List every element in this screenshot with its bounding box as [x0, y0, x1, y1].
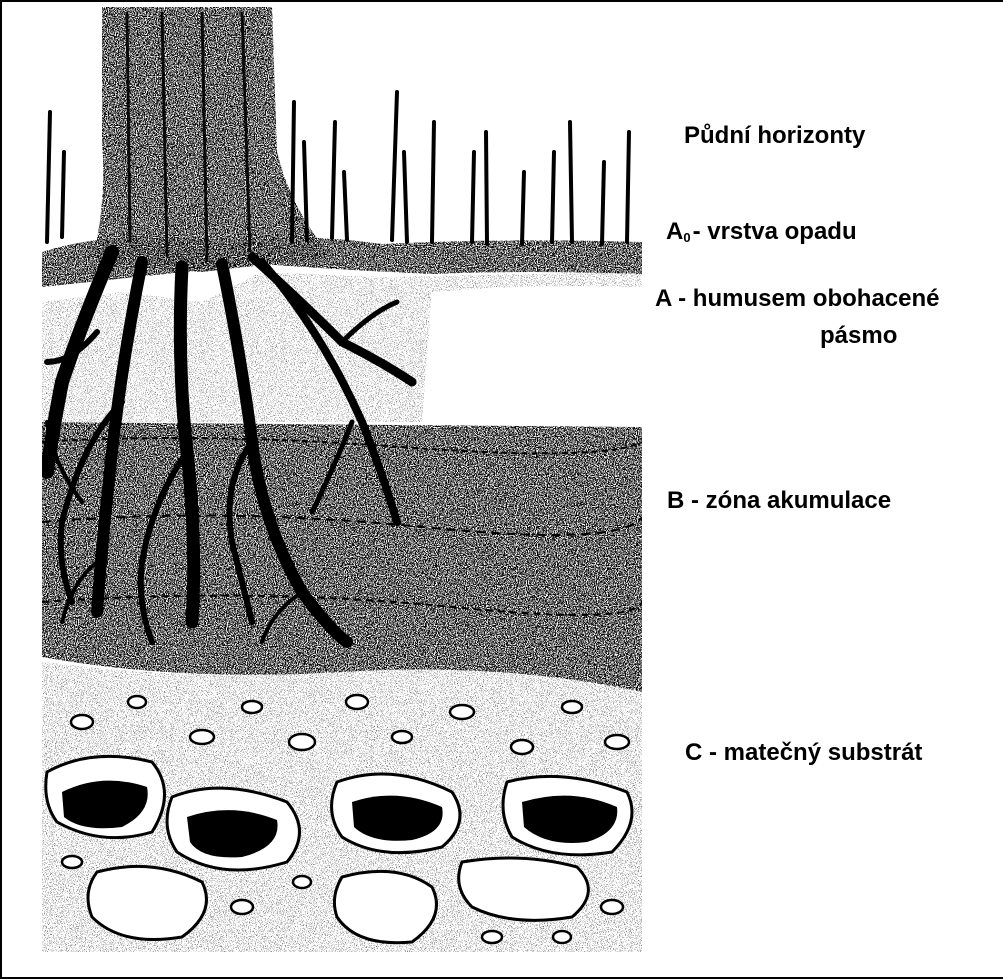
horizon-a0-label: A0- vrstva opadu	[666, 220, 857, 244]
horizon-a0-description: - vrstva opadu	[693, 218, 857, 245]
horizon-a-description-line2: pásmo	[820, 324, 897, 348]
horizon-a-symbol: A	[655, 285, 671, 312]
horizon-b-symbol: B	[667, 487, 684, 514]
horizon-a-description: - humusem obohacené	[678, 285, 939, 312]
horizon-c-label: C - matečný substrát	[685, 741, 922, 765]
diagram-title: Půdní horizonty	[684, 124, 865, 148]
horizon-b-label: B - zóna akumulace	[667, 489, 891, 513]
horizon-b-description: - zóna akumulace	[691, 487, 891, 514]
horizon-c-symbol: C	[685, 739, 702, 766]
horizon-a-label: A - humusem obohacené	[655, 287, 940, 311]
horizon-c-description: - matečný substrát	[709, 739, 922, 766]
horizon-b-soil	[42, 422, 642, 692]
horizon-a0-symbol: A	[666, 218, 683, 245]
horizon-c-substrate	[42, 662, 642, 952]
horizon-a0-subscript: 0	[683, 230, 690, 245]
